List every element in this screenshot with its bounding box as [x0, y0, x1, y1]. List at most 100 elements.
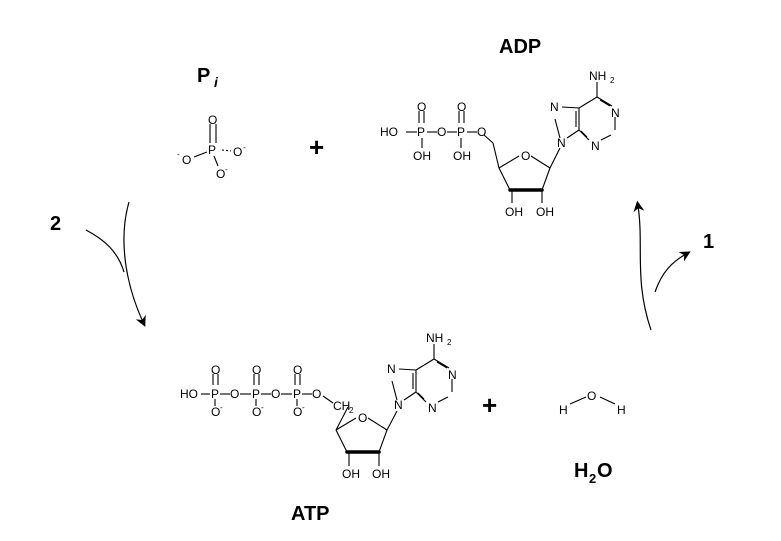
- atp-molecule: HO P O P O P O O O O O - O - O - CH 2 O …: [180, 331, 457, 481]
- atp-label: ATP: [291, 503, 330, 525]
- bond: [437, 396, 449, 403]
- atom-oh: OH: [342, 467, 360, 481]
- atom-o: O: [230, 387, 239, 401]
- bond: [498, 167, 511, 191]
- atom-oh: OH: [505, 205, 523, 219]
- atom-n: N: [448, 368, 457, 382]
- bond: [221, 149, 232, 152]
- bond: [554, 118, 561, 139]
- atom-n: N: [550, 100, 559, 114]
- reaction-arrow-2: [85, 201, 146, 327]
- bond: [578, 96, 598, 109]
- atom-oh: OH: [413, 149, 431, 163]
- charge: -: [302, 403, 305, 412]
- bond: [378, 429, 388, 453]
- bond: [335, 406, 349, 431]
- atom-o: O: [182, 153, 191, 167]
- bond: [213, 155, 219, 167]
- h2o-label-sub: 2: [589, 471, 596, 486]
- atom-o: O: [358, 411, 367, 425]
- atom-ho: HO: [380, 125, 398, 139]
- reaction-arrow-1: [633, 200, 691, 331]
- bond: [398, 368, 417, 371]
- h2o-label-main: H: [574, 460, 588, 482]
- atom-ho: HO: [180, 387, 198, 401]
- atom-o: O: [293, 405, 302, 419]
- atom-o: O: [521, 149, 530, 163]
- bond: [580, 130, 588, 138]
- bond: [403, 391, 417, 401]
- atom-o: O: [233, 145, 242, 159]
- bond: [599, 396, 616, 405]
- atom-oh: OH: [372, 467, 390, 481]
- bond: [417, 392, 425, 400]
- atom-o: O: [208, 113, 217, 127]
- bond: [530, 155, 551, 169]
- bond: [596, 96, 613, 107]
- adp-label: ADP: [499, 36, 541, 58]
- charge: -: [261, 403, 264, 412]
- atom-n: N: [387, 362, 396, 376]
- atom-p: P: [208, 143, 216, 157]
- atom-n: N: [428, 401, 437, 415]
- bond: [541, 167, 551, 191]
- atom-n: N: [557, 136, 566, 150]
- bond: [367, 417, 388, 431]
- charge: -: [177, 150, 180, 159]
- step-1-label: 1: [703, 231, 714, 253]
- atom-h: H: [617, 403, 626, 417]
- charge: -: [220, 403, 223, 412]
- atom-n: N: [611, 106, 620, 120]
- adp-molecule: HO P O P O O O OH OH O OH OH N N N N NH …: [380, 69, 620, 219]
- bond: [578, 129, 590, 141]
- charge: -: [225, 165, 228, 174]
- bond: [386, 410, 398, 431]
- pi-label-sub: i: [214, 74, 219, 90]
- bond: [335, 417, 357, 431]
- atom-o: O: [417, 100, 426, 114]
- atom-p: P: [417, 125, 425, 139]
- bond: [415, 391, 427, 403]
- arrow-1-main: [633, 200, 652, 331]
- atom-subscript: 2: [447, 338, 452, 347]
- charge: -: [243, 143, 246, 152]
- bond: [322, 395, 334, 404]
- bond: [600, 134, 612, 141]
- atom-p: P: [457, 125, 465, 139]
- atom-o: O: [437, 125, 446, 139]
- arrow-2-branch: [85, 229, 125, 273]
- plus-sign-bottom: +: [482, 390, 497, 420]
- arrow-2-main: [123, 201, 146, 327]
- atom-p: P: [252, 387, 260, 401]
- atom-o: O: [271, 387, 280, 401]
- atom-h: H: [559, 403, 568, 417]
- atom-n: N: [591, 139, 600, 153]
- atom-o: O: [252, 363, 261, 377]
- bond: [561, 106, 580, 109]
- bond: [436, 361, 448, 369]
- atom-o: O: [312, 387, 321, 401]
- atom-subscript: 2: [349, 406, 354, 415]
- bond: [391, 380, 398, 401]
- bond: [335, 429, 348, 453]
- water-molecule: H O H: [559, 389, 626, 417]
- bond: [599, 99, 611, 107]
- bond: [433, 358, 450, 369]
- bond: [569, 396, 587, 405]
- atom-oh: OH: [453, 149, 471, 163]
- atom-o: O: [293, 363, 302, 377]
- plus-sign-top: +: [309, 132, 324, 162]
- phosphate-molecule: O P O - O - O -: [177, 113, 246, 181]
- bond: [415, 358, 435, 371]
- atom-o: O: [587, 389, 596, 403]
- atom-o: O: [457, 100, 466, 114]
- atom-subscript: 2: [610, 76, 615, 85]
- atom-p: P: [293, 387, 301, 401]
- atom-o: O: [252, 405, 261, 419]
- bond: [498, 155, 520, 169]
- atom-o: O: [216, 167, 225, 181]
- bond: [193, 151, 208, 158]
- arrow-1-branch: [654, 251, 691, 293]
